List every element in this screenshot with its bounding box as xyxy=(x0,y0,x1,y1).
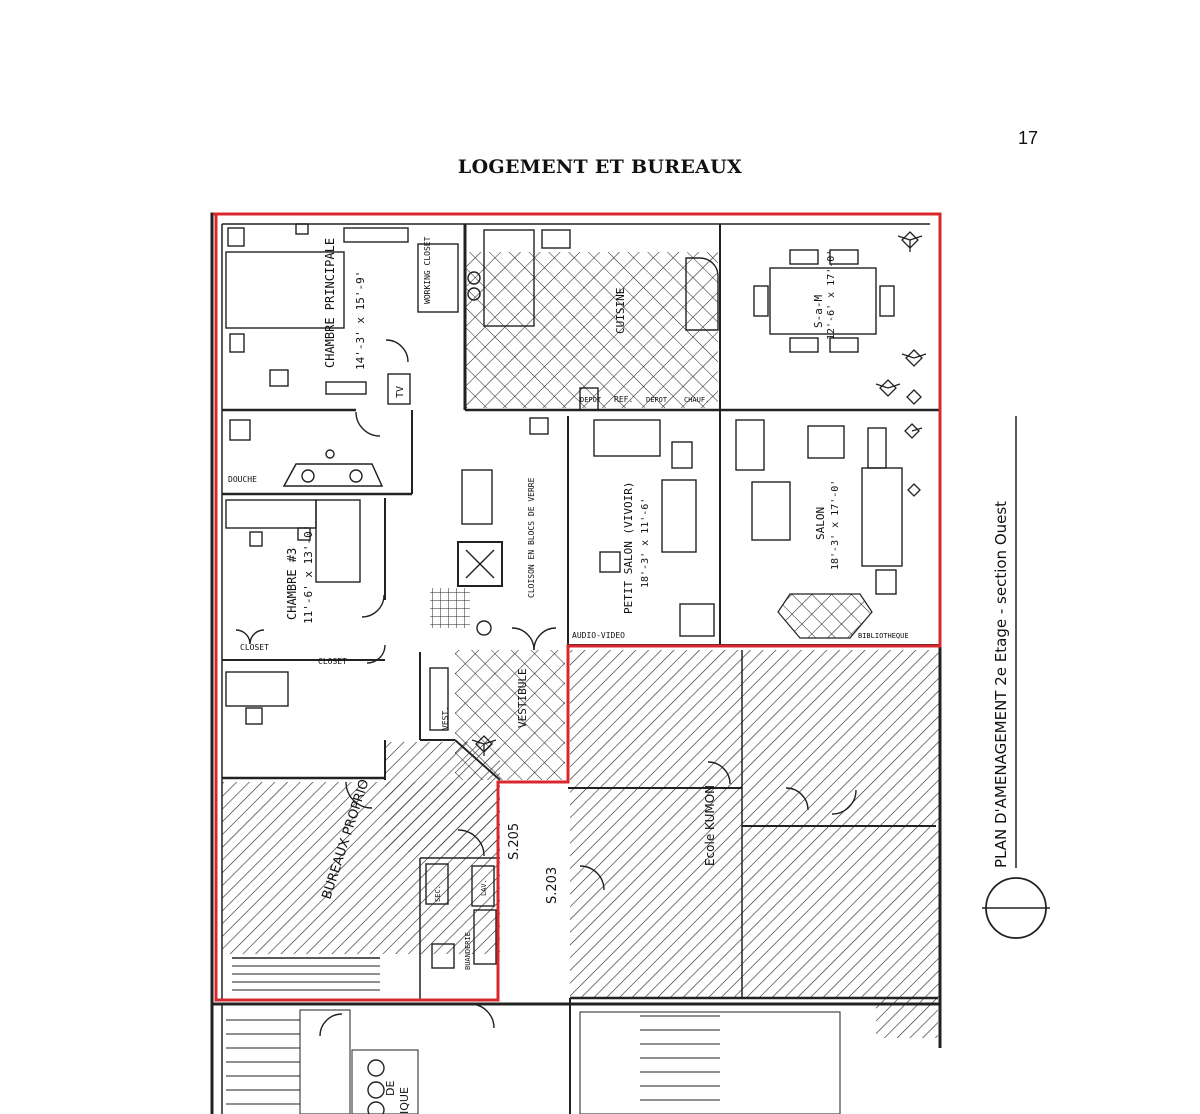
label-petit-salon: PETIT SALON (VIVOIR) xyxy=(622,482,635,614)
label-audio-video: AUDIO-VIDEO xyxy=(572,631,625,640)
page-number: 17 xyxy=(1018,128,1039,148)
label-closet-2: CLOSET xyxy=(318,657,347,666)
label-vestibule: VESTIBULE xyxy=(516,668,529,728)
label-chambre3: CHAMBRE #3 xyxy=(285,548,299,620)
north-marker-icon xyxy=(982,877,1050,939)
label-depot-2: DEPOT xyxy=(646,396,668,404)
label-chambre-principale-size: 14'-3' x 15'-9' xyxy=(354,271,367,370)
label-salon: SALON xyxy=(814,507,827,540)
hatched-zones xyxy=(222,650,940,1038)
label-lav: LAV. xyxy=(480,879,488,896)
label-vest: VEST. xyxy=(441,706,450,730)
doors xyxy=(235,339,857,1037)
label-depot-1: DEPOT xyxy=(580,396,602,404)
label-cloison: CLOISON EN BLOCS DE VERRE xyxy=(527,477,536,598)
label-sec: SEC. xyxy=(434,885,442,902)
label-salon-size: 18'-3' x 17'-0' xyxy=(830,480,841,570)
label-refrig: REF. xyxy=(614,395,633,404)
label-petit-salon-size: 18'-3' x 11'-6' xyxy=(640,498,651,588)
label-s205: S.205 xyxy=(507,823,522,860)
label-douche: DOUCHE xyxy=(228,475,257,484)
label-chauf: CHAUF. xyxy=(684,396,709,404)
furniture xyxy=(225,223,903,1114)
crosshatch-zones xyxy=(282,252,873,780)
label-sam-size: 12'-6' x 17'-0' xyxy=(826,250,837,340)
label-chambre-principale: CHAMBRE PRINCIPALE xyxy=(323,238,337,368)
label-de: DE xyxy=(384,1081,397,1096)
label-ecole: Ecole KUMON xyxy=(703,785,717,866)
label-walking-closet: WORKING CLOSET xyxy=(423,236,432,304)
label-chambre3-size: 11'-6' x 13'-0' xyxy=(302,525,315,624)
label-sam: S-a-M xyxy=(812,295,825,328)
page-title: LOGEMENT ET BUREAUX xyxy=(457,156,743,178)
label-s203: S.203 xyxy=(545,867,560,904)
label-cuisine: CUISINE xyxy=(614,288,627,334)
label-ique: IQUE xyxy=(398,1087,411,1114)
label-tv: TV xyxy=(395,386,406,398)
label-closet-1: CLOSET xyxy=(240,643,269,652)
label-buanderie: BUANDERIE xyxy=(464,932,472,970)
red-boundary-outline xyxy=(213,212,942,1002)
plan-title-vertical: PLAN D'AMENAGEMENT 2e Etage - section Ou… xyxy=(992,501,1010,868)
label-bibliotheque: BIBLIOTHEQUE xyxy=(858,632,909,640)
plant-icons xyxy=(471,231,927,756)
